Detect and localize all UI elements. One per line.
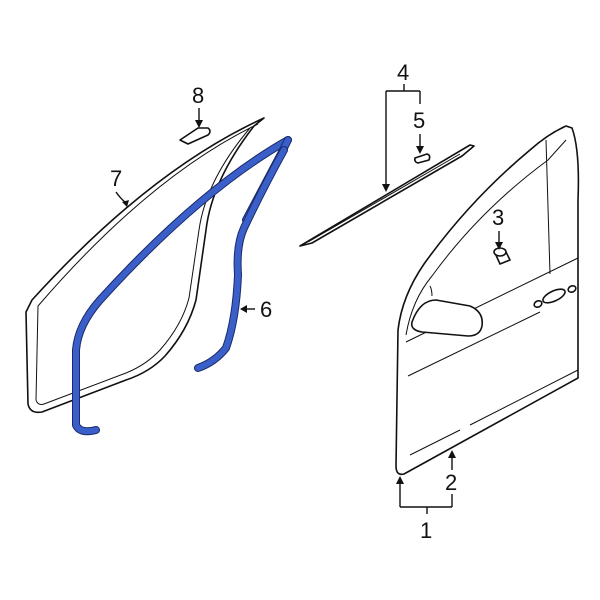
door-handle-end xyxy=(533,299,543,309)
callout-1-number: 1 xyxy=(420,518,432,543)
plug-part-3[interactable] xyxy=(493,247,511,265)
callout-8-number: 8 xyxy=(192,83,204,108)
glass-clip-part-8[interactable] xyxy=(179,127,211,145)
callout-6-number: 6 xyxy=(260,297,272,322)
callout-6: 6 xyxy=(240,297,272,322)
callout-4-number: 4 xyxy=(397,60,409,85)
callout-5: 5 xyxy=(413,108,425,154)
rear-run-channel-fill xyxy=(195,147,287,371)
callout-2-number: 2 xyxy=(445,470,457,495)
callout-2: 2 xyxy=(445,450,457,495)
door-handle xyxy=(542,288,566,304)
door-shell-part-1[interactable] xyxy=(395,125,580,476)
callout-7-number: 7 xyxy=(110,166,122,191)
door-handle-cap xyxy=(567,284,577,294)
callout-7: 7 xyxy=(110,166,129,207)
belt-molding-part-4[interactable] xyxy=(299,144,475,247)
callout-3: 3 xyxy=(492,205,504,250)
callout-8: 8 xyxy=(192,83,204,128)
callout-3-number: 3 xyxy=(492,205,504,230)
weatherstrip-highlight-fill xyxy=(73,137,291,435)
side-mirror xyxy=(410,299,484,337)
callout-4: 4 xyxy=(382,60,421,192)
callout-1: 1 xyxy=(396,476,453,543)
rear-run-channel-seal-part-6[interactable] xyxy=(194,146,288,372)
callout-5-number: 5 xyxy=(413,108,425,133)
door-glass-part-7[interactable] xyxy=(25,117,265,414)
molding-clip-part-5[interactable] xyxy=(414,153,431,164)
